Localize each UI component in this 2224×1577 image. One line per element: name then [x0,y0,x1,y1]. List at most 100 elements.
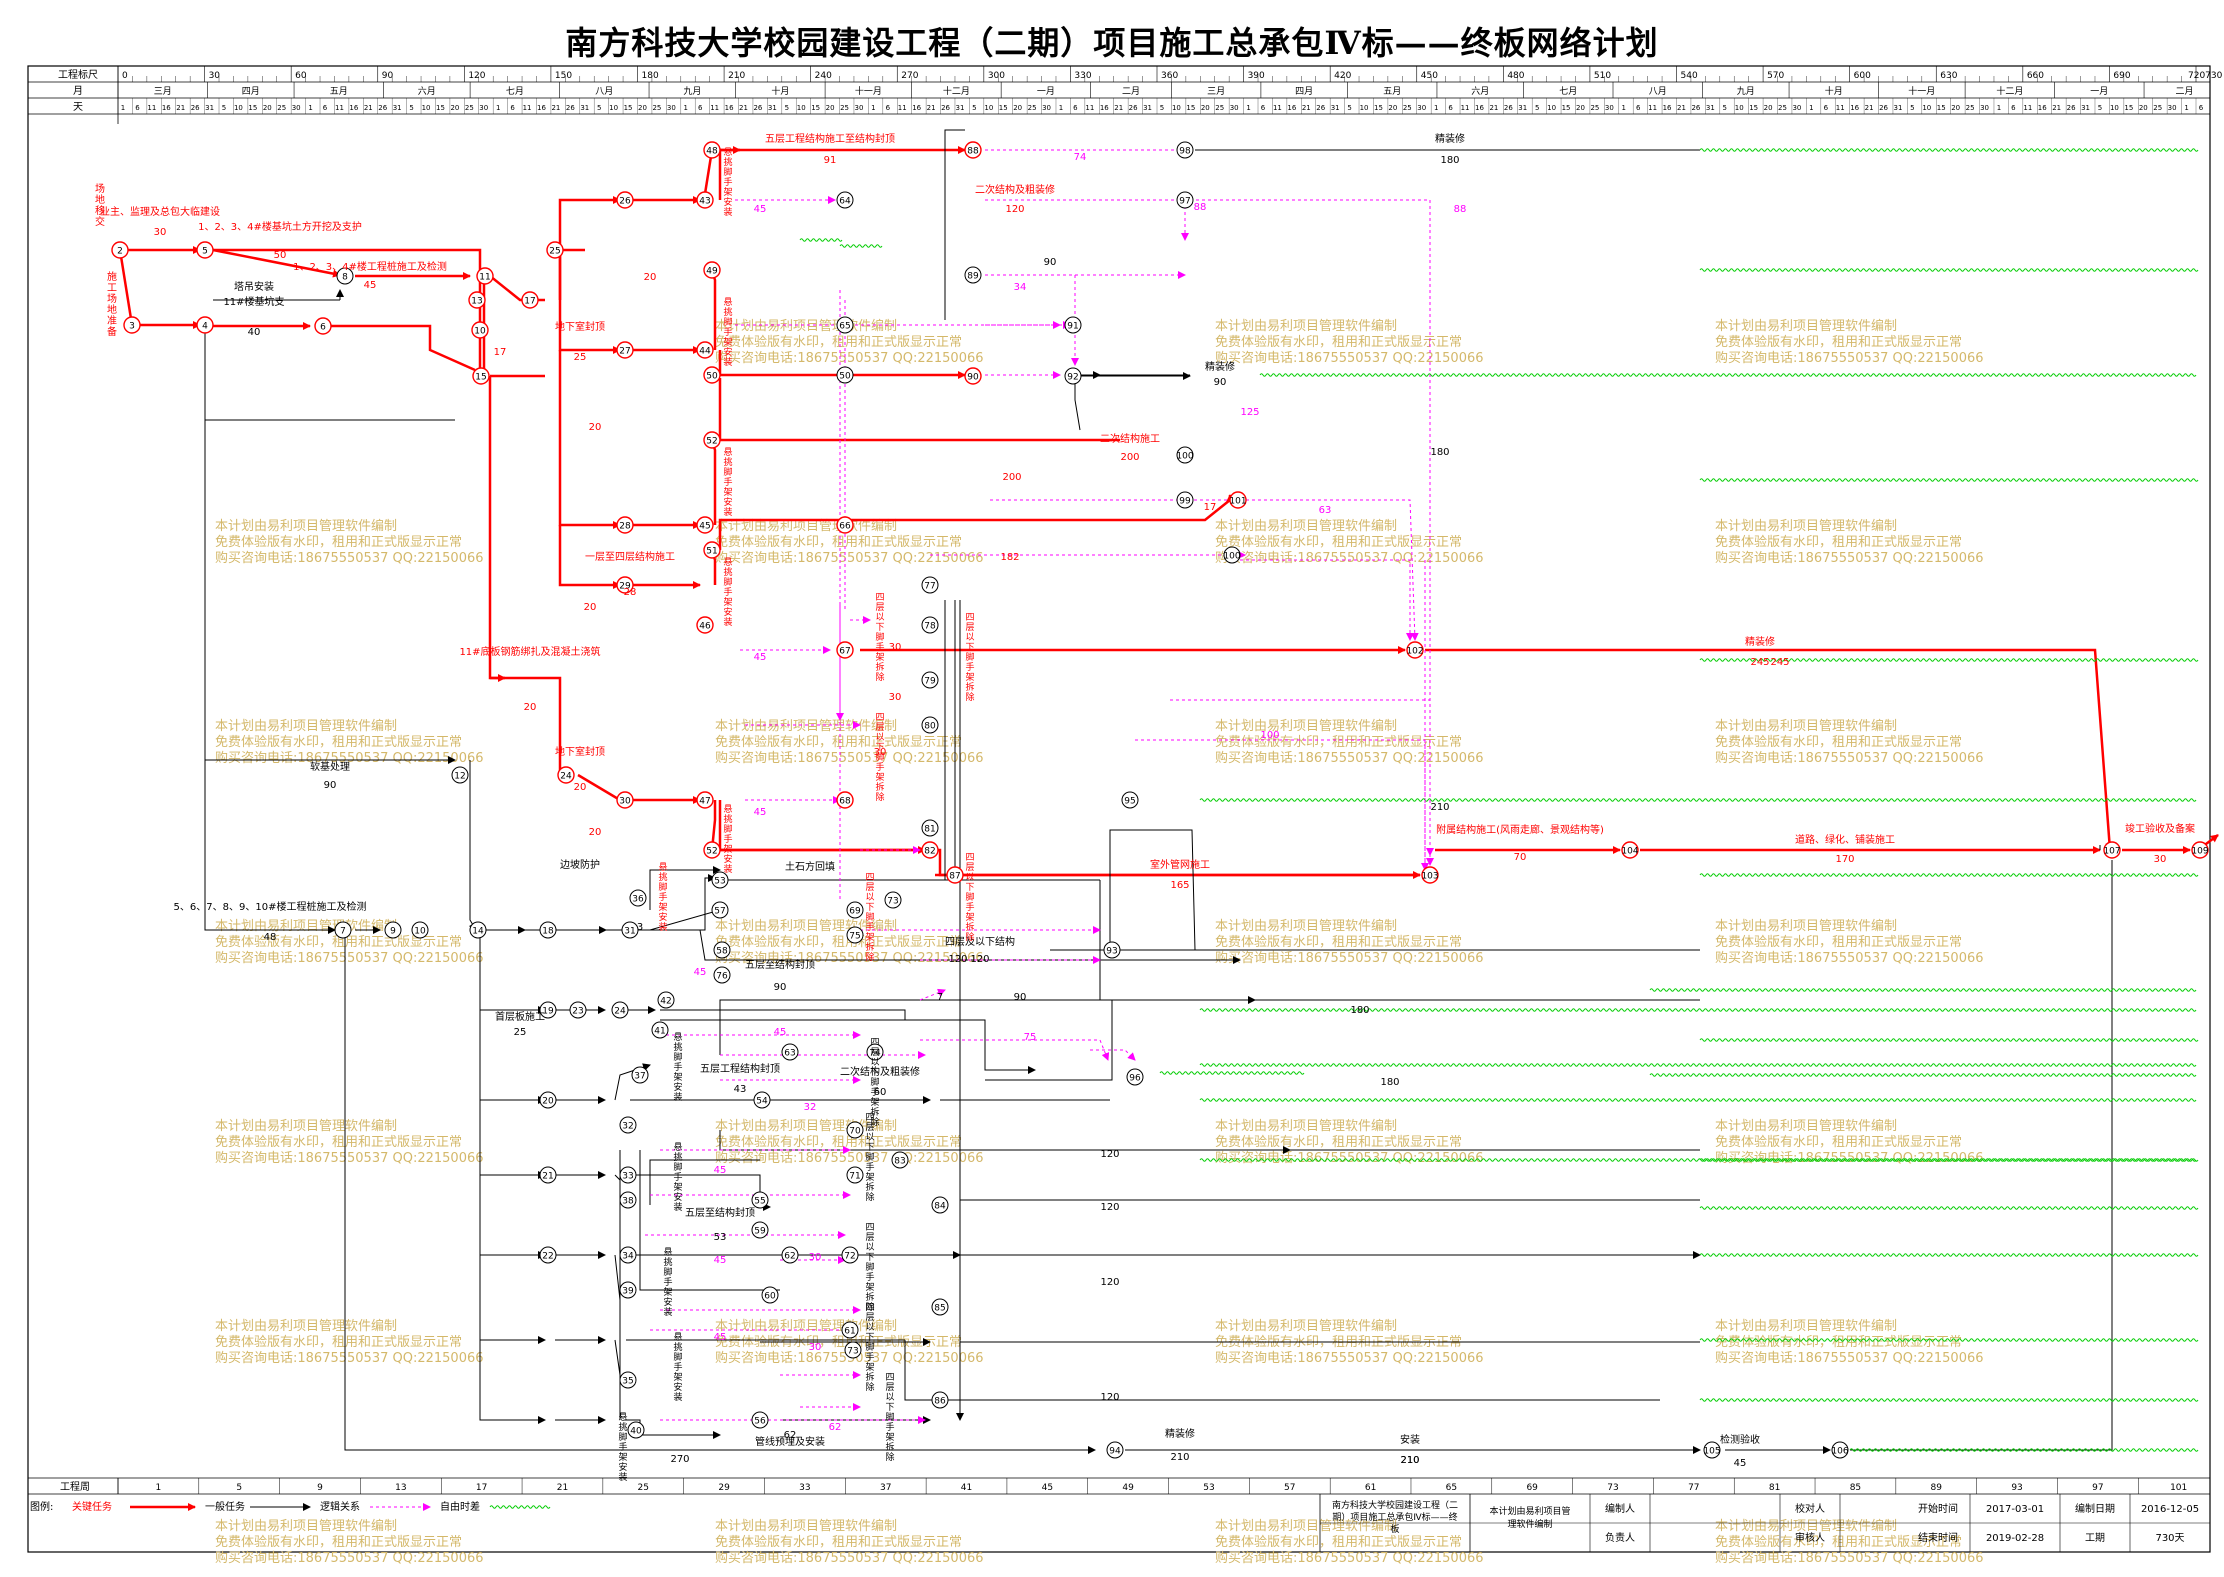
node-circle [557,766,575,784]
vertical-char: 架 [618,1452,627,1463]
watermark-text: 本计划由易利项目管理软件编制 [215,519,397,534]
node-circle [539,1091,557,1109]
task-duration: 210 [1400,1455,1419,1466]
day-number: 15 [624,104,633,112]
node-number: 100 [1223,552,1240,562]
duration-number: 30 [874,747,887,758]
watermark-text: 免费体验版有水印，租用和正式版显示正常 [1715,334,1962,350]
vertical-char: 安 [723,606,732,618]
node-36: 36 [629,889,647,907]
day-number: 6 [1824,104,1829,112]
legend-title: 图例: [30,1500,53,1513]
node-number: 101 [1229,497,1246,507]
day-number: 20 [2139,104,2148,112]
node-circle [616,191,634,209]
day-number: 6 [2199,104,2204,112]
node-circle [703,541,721,559]
vertical-char: 下 [865,1253,874,1263]
node-72: 72 [841,1246,859,1264]
normal-link [699,929,1241,964]
duration-number: 45 [714,1332,727,1343]
float-line [799,238,843,242]
week-number: 37 [880,1483,891,1493]
vertical-char: 脚 [723,167,732,178]
vertical-char: 挑 [723,306,732,318]
node-55: 55 [751,1191,769,1209]
day-number: 30 [667,104,676,112]
vertical-char: 架 [658,902,667,913]
node-circle [619,1281,637,1299]
node-87: 87 [946,866,964,884]
task-duration: 20 [524,702,537,713]
day-number: 10 [1360,104,1369,112]
day-number: 11 [898,104,907,112]
node-53: 53 [711,871,729,889]
node-22: 22 [539,1246,557,1264]
node-number: 26 [619,197,631,207]
node-4: 4 [196,316,214,334]
node-circle [713,941,731,959]
day-number: 25 [1778,104,1787,112]
node-63: 63 [781,1043,799,1061]
duration-number: 120 [948,954,967,965]
critical-link [708,800,717,851]
start-date: 2017-03-01 [1986,1504,2044,1515]
day-number: 15 [811,104,820,112]
node-49: 49 [703,261,721,279]
day-number: 31 [956,104,965,112]
duration-number: 125 [1240,407,1259,418]
node-circle [703,261,721,279]
day-number: 10 [1922,104,1931,112]
node-number: 24 [614,1007,626,1017]
node-circle [846,926,864,944]
day-number: 30 [1230,104,1239,112]
float-line [1199,1063,2197,1067]
vertical-char: 以 [885,1393,894,1403]
node-circle [451,766,469,784]
node-number: 72 [844,1252,855,1262]
free-float-link [1090,1049,1136,1061]
task-label: 1、2、3、4#楼工程桩施工及检测 [293,260,447,273]
vertical-char: 地 [107,303,117,316]
node-circle [751,1221,769,1239]
week-number: 73 [1607,1483,1618,1493]
day-number: 5 [1723,104,1727,112]
day-number: 15 [436,104,445,112]
node-71: 71 [846,1166,864,1184]
vertical-char: 安 [663,1296,672,1308]
legend-normal: 一般任务 [205,1500,245,1513]
vertical-char: 脚 [658,882,667,893]
day-number: 15 [1374,104,1383,112]
node-number: 35 [622,1377,633,1387]
vertical-char: 下 [965,883,974,893]
vertical-char: 架 [875,772,884,783]
node-19: 19 [539,1001,557,1019]
duration-number: 120 [1100,1202,1119,1213]
watermark-text: 购买咨询电话:18675550537 QQ:22150066 [1715,950,1984,966]
link [614,1174,621,1182]
month-name: 九月 [683,86,701,97]
editor-label: 编制人 [1605,1502,1635,1515]
vertical-char: 装 [658,921,667,933]
vertical-char: 拆 [870,1106,879,1118]
node-circle [196,241,214,259]
node-circle [884,891,902,909]
vertical-char: 下 [865,1143,874,1153]
vertical-char: 四 [865,1223,874,1233]
day-number: 11 [2023,104,2032,112]
vertical-char: 脚 [673,1352,682,1363]
float-line [1159,1071,1305,1075]
critical-link [490,676,567,779]
watermark-text: 免费体验版有水印，租用和正式版显示正常 [715,1134,962,1150]
node-number: 10 [474,327,486,337]
vertical-char: 手 [673,1061,682,1073]
node-79: 79 [921,671,939,689]
project-name: 南方科技大学校园建设工程（二 [1332,1499,1458,1511]
watermark-text: 免费体验版有水印，租用和正式版显示正常 [215,534,462,550]
day-number: 21 [176,104,185,112]
node-circle [619,1191,637,1209]
week-number: 89 [1931,1483,1943,1493]
month-name: 四月 [1295,86,1313,97]
